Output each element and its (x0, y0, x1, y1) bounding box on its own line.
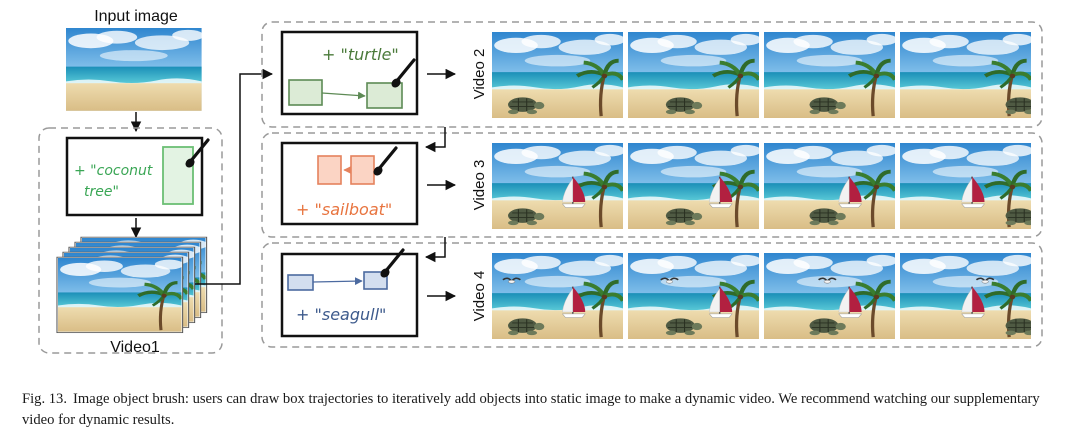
connector-row2-to-row3 (424, 237, 446, 263)
frame-row2-col1 (492, 143, 624, 229)
prompt-seagull: + "seagull" (296, 305, 386, 324)
row-panel-video4 (261, 242, 1043, 348)
brush-box-seagull (280, 252, 419, 338)
frame-row3-col2 (628, 253, 760, 339)
row-panel-video3 (261, 132, 1043, 238)
row-panel-video2 (261, 21, 1043, 128)
figure-caption: Fig. 13.Image object brush: users can dr… (22, 389, 1062, 431)
video3-label: Video 3 (471, 160, 488, 211)
frame-row3-col4 (900, 253, 1032, 339)
video1-stack (56, 236, 208, 334)
frame-row3-col3 (764, 253, 896, 339)
brush-box-sailboat (280, 141, 419, 226)
video2-label: Video 2 (471, 49, 488, 100)
box-turtle-start (288, 79, 323, 106)
box-coconut-tree (162, 146, 194, 205)
frame-row1-col4 (900, 32, 1032, 119)
box-sailboat-end (317, 155, 342, 185)
frame-row2-col2 (628, 143, 760, 229)
video1-label: Video1 (110, 339, 160, 356)
frame-row3-col1 (492, 253, 624, 339)
connector-video1-to-row1 (195, 68, 274, 285)
input-image (66, 28, 204, 111)
frame-row1-col2 (628, 32, 760, 119)
input-image-label: Input image (94, 8, 178, 25)
connector-row1-to-row2 (424, 127, 446, 153)
prompt-sailboat: + "sailboat" (296, 200, 392, 219)
trajectory-turtle (321, 91, 366, 100)
prompt-coconut-line1: + "coconut (74, 163, 153, 179)
box-seagull-start (287, 274, 314, 291)
trajectory-seagull (312, 277, 363, 286)
video1-panel (38, 127, 223, 354)
frame-row1-col3 (764, 32, 896, 119)
box-sailboat-start (350, 155, 375, 185)
video-frames (492, 32, 1032, 339)
caption-figure-number: Fig. 13. (22, 391, 68, 407)
video4-label: Video 4 (471, 271, 488, 322)
frame-row1-col1 (492, 32, 624, 119)
prompt-coconut-line2: tree" (84, 184, 119, 200)
caption-text: Image object brush: users can draw box t… (22, 391, 1040, 428)
figure-diagram: Input image + "coconut tree" Video1 + "t… (38, 8, 1043, 356)
frame-row2-col3 (764, 143, 896, 229)
prompt-turtle: + "turtle" (322, 45, 399, 64)
frame-row2-col4 (900, 143, 1032, 229)
